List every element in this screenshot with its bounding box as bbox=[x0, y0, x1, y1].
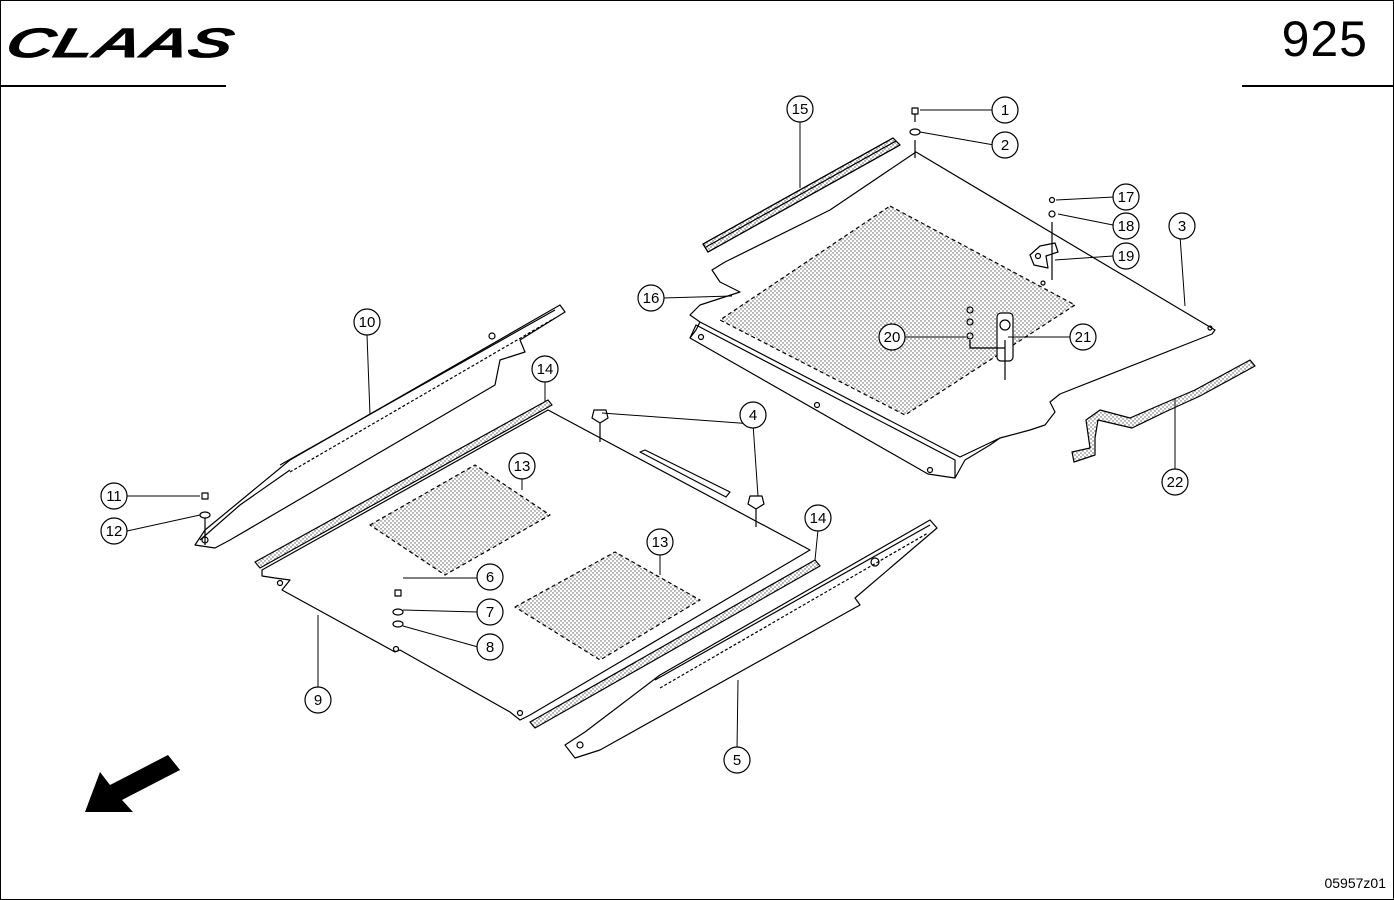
direction-arrow-icon bbox=[85, 755, 180, 812]
callout-17: 17 bbox=[1112, 183, 1140, 211]
svg-text:9: 9 bbox=[314, 692, 322, 709]
callout-7: 7 bbox=[476, 598, 504, 626]
svg-text:7: 7 bbox=[486, 604, 494, 621]
header-rule-right bbox=[1242, 85, 1394, 87]
callout-19: 19 bbox=[1112, 242, 1140, 270]
callout-16: 16 bbox=[637, 284, 665, 312]
svg-text:4: 4 bbox=[749, 407, 757, 424]
callout-12: 12 bbox=[100, 517, 128, 545]
svg-text:16: 16 bbox=[643, 290, 660, 307]
callout-10: 10 bbox=[353, 308, 381, 336]
upper-plate bbox=[689, 151, 1216, 479]
svg-text:13: 13 bbox=[514, 458, 531, 475]
callout-14-lower: 14 bbox=[804, 504, 832, 532]
page-number: 925 bbox=[1281, 11, 1368, 67]
callout-18: 18 bbox=[1112, 212, 1140, 240]
svg-text:6: 6 bbox=[486, 569, 494, 586]
callout-1: 1 bbox=[991, 96, 1019, 124]
callout-4: 4 bbox=[739, 401, 767, 429]
svg-text:15: 15 bbox=[792, 101, 809, 118]
svg-text:19: 19 bbox=[1118, 248, 1135, 265]
svg-text:2: 2 bbox=[1001, 137, 1009, 154]
svg-text:20: 20 bbox=[884, 329, 901, 346]
svg-text:14: 14 bbox=[810, 510, 827, 527]
nuts-4 bbox=[591, 409, 765, 527]
lower-plate bbox=[261, 409, 811, 721]
callout-14-upper: 14 bbox=[531, 355, 559, 383]
callout-9: 9 bbox=[304, 686, 332, 714]
callout-6: 6 bbox=[476, 563, 504, 591]
svg-text:13: 13 bbox=[652, 534, 669, 551]
svg-text:11: 11 bbox=[106, 488, 122, 505]
seal-strip-14 bbox=[254, 399, 821, 729]
callout-13-lower: 13 bbox=[646, 528, 674, 556]
svg-text:8: 8 bbox=[486, 639, 494, 656]
rail-5 bbox=[564, 519, 938, 759]
svg-text:17: 17 bbox=[1118, 189, 1135, 206]
callout-15: 15 bbox=[786, 95, 814, 123]
callout-22: 22 bbox=[1161, 468, 1189, 496]
callout-3: 3 bbox=[1168, 212, 1196, 240]
svg-text:1: 1 bbox=[1001, 102, 1009, 119]
callout-11: 11 bbox=[100, 482, 128, 510]
leader-lines bbox=[126, 109, 1186, 751]
seal-strip-22 bbox=[1071, 359, 1256, 463]
svg-text:12: 12 bbox=[106, 523, 123, 540]
svg-text:14: 14 bbox=[537, 361, 554, 378]
screws-11-12 bbox=[199, 492, 211, 545]
svg-text:10: 10 bbox=[359, 314, 376, 331]
bracket-21 bbox=[966, 306, 1014, 380]
callout-2: 2 bbox=[991, 131, 1019, 159]
screw-1-washer-2 bbox=[909, 107, 921, 158]
svg-text:3: 3 bbox=[1178, 218, 1186, 235]
seal-strip-15 bbox=[702, 137, 901, 253]
callout-8: 8 bbox=[476, 633, 504, 661]
svg-text:22: 22 bbox=[1167, 474, 1184, 491]
header-rule-left bbox=[0, 85, 226, 87]
screws-6-7-8 bbox=[392, 589, 404, 628]
svg-text:5: 5 bbox=[733, 752, 741, 769]
svg-text:21: 21 bbox=[1075, 329, 1092, 346]
callout-21: 21 bbox=[1069, 323, 1097, 351]
rail-10 bbox=[194, 304, 566, 549]
bracket-19 bbox=[1029, 196, 1059, 280]
callout-20: 20 bbox=[878, 323, 906, 351]
svg-text:18: 18 bbox=[1118, 218, 1135, 235]
drawing-code: 05957z01 bbox=[1324, 875, 1386, 891]
callout-13-upper: 13 bbox=[508, 452, 536, 480]
callout-5: 5 bbox=[723, 746, 751, 774]
